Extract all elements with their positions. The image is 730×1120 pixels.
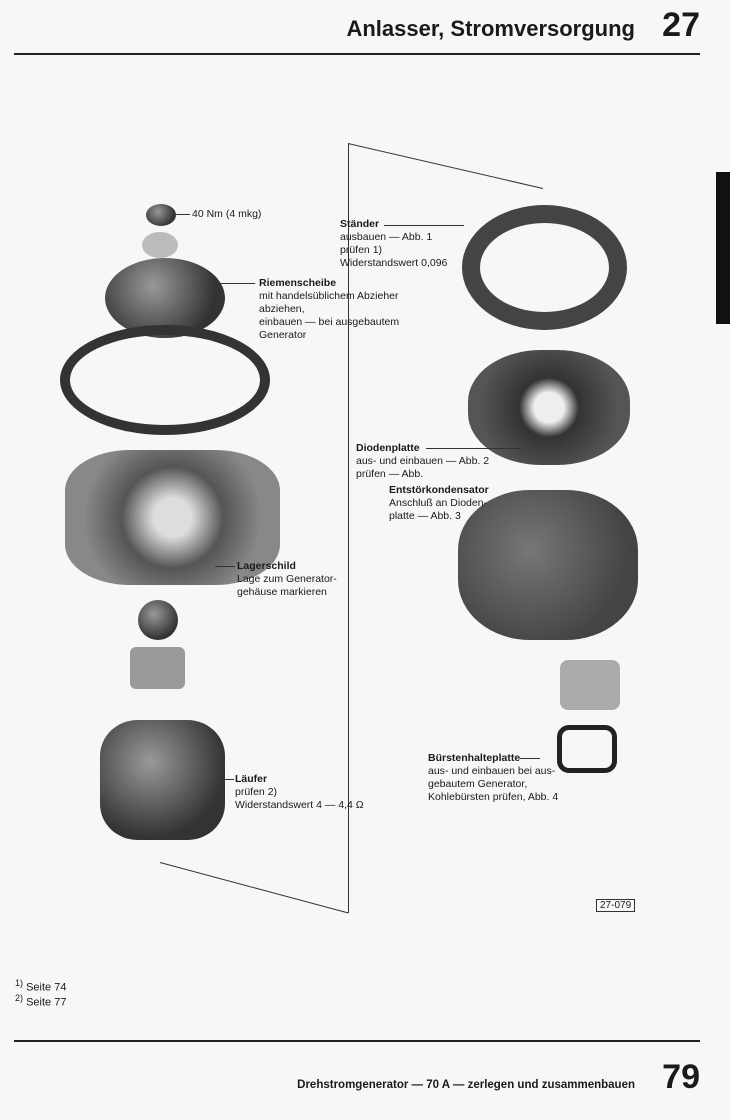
bracket-top bbox=[347, 143, 543, 189]
footnote-2: 2) Seite 77 bbox=[15, 991, 66, 1010]
label-nut: 40 Nm (4 mkg) bbox=[192, 208, 262, 220]
brush-holder-image bbox=[560, 660, 620, 710]
figure-number: 27-079 bbox=[596, 899, 636, 912]
page-number: 79 bbox=[662, 1058, 700, 1096]
footer-rule bbox=[14, 1040, 700, 1042]
label-line: Anschluß an Dioden- bbox=[389, 497, 488, 509]
group-bracket bbox=[348, 143, 349, 913]
bracket-bottom bbox=[159, 862, 349, 914]
leader-line bbox=[384, 225, 464, 226]
leader-line bbox=[176, 214, 190, 215]
label-buerstenhalteplatte: Bürstenhalteplatte aus- und einbauen bei… bbox=[428, 752, 558, 804]
label-line: aus- und einbauen — Abb. 2 bbox=[356, 455, 490, 467]
label-line: Lage zum Generator- bbox=[237, 573, 337, 585]
leader-line bbox=[218, 779, 234, 780]
label-line: prüfen 2) bbox=[235, 786, 278, 798]
label-line: prüfen — Abb. bbox=[356, 468, 424, 480]
footnote-mark: 2) bbox=[15, 993, 24, 1003]
label-line: ausbauen — Abb. 1 bbox=[340, 231, 433, 243]
leader-line bbox=[215, 566, 235, 567]
label-title: Diodenplatte bbox=[356, 442, 420, 454]
label-line: platte — Abb. 3 bbox=[389, 510, 461, 522]
label-title: Entstörkondensator bbox=[389, 484, 489, 496]
footnote-text: Seite 74 bbox=[26, 981, 67, 994]
section-title: Anlasser, Stromversorgung bbox=[346, 16, 635, 41]
header-rule bbox=[14, 53, 700, 55]
thumb-tab bbox=[716, 172, 730, 324]
label-title: Lagerschild bbox=[237, 560, 296, 572]
housing-image bbox=[458, 490, 638, 640]
chapter-number: 27 bbox=[662, 6, 700, 44]
retainer-image bbox=[130, 647, 185, 689]
rotor-image bbox=[100, 720, 225, 840]
label-line: abziehen, bbox=[259, 303, 305, 315]
label-diodenplatte: Diodenplatte aus- und einbauen — Abb. 2 … bbox=[356, 442, 489, 481]
footnote-mark: 1) bbox=[15, 978, 24, 988]
label-line: gebautem Generator, bbox=[428, 778, 528, 790]
gasket-image bbox=[557, 725, 617, 773]
footnote-1: 1) Seite 74 bbox=[15, 976, 66, 995]
bearing-shield-image bbox=[65, 450, 280, 585]
label-line: mit handelsüblichem Abzieher bbox=[259, 290, 399, 302]
label-line: einbauen — bei ausgebautem bbox=[259, 316, 400, 328]
label-lagerschild: Lagerschild Lage zum Generator- gehäuse … bbox=[237, 560, 337, 599]
footer-title: Drehstromgenerator — 70 A — zerlegen und… bbox=[297, 1079, 635, 1091]
label-entstoerkondensator: Entstörkondensator Anschluß an Dioden- p… bbox=[389, 484, 489, 523]
label-riemenscheibe: Riemenscheibe mit handelsüblichem Abzieh… bbox=[259, 277, 399, 342]
label-title: Bürstenhalteplatte bbox=[428, 752, 521, 764]
label-line: Widerstandswert 0,096 bbox=[340, 257, 448, 269]
label-staender: Ständer ausbauen — Abb. 1 prüfen 1) Wide… bbox=[340, 218, 447, 270]
label-line: Generator bbox=[259, 329, 307, 341]
label-laeufer: Läufer prüfen 2) Widerstandswert 4 — 4,4… bbox=[235, 773, 364, 812]
leader-line bbox=[215, 283, 255, 284]
label-title: Läufer bbox=[235, 773, 268, 785]
leader-line bbox=[426, 448, 521, 449]
pulley-image bbox=[105, 258, 225, 338]
label-line: Widerstandswert 4 — 4,4 Ω bbox=[235, 799, 364, 811]
fan-plate-image bbox=[60, 325, 270, 435]
label-line: Kohlebürsten prüfen, Abb. 4 bbox=[428, 791, 559, 803]
label-title: Riemenscheibe bbox=[259, 277, 337, 289]
washer-image bbox=[142, 232, 178, 258]
label-title: Ständer bbox=[340, 218, 380, 230]
label-line: aus- und einbauen bei aus- bbox=[428, 765, 556, 777]
leader-line bbox=[520, 758, 540, 759]
stator-image bbox=[462, 205, 627, 330]
label-line: prüfen 1) bbox=[340, 244, 383, 256]
label-line: gehäuse markieren bbox=[237, 586, 327, 598]
nut-image bbox=[146, 204, 176, 226]
diode-plate-image bbox=[468, 350, 630, 465]
bearing-image bbox=[138, 600, 178, 640]
footnote-text: Seite 77 bbox=[26, 996, 67, 1009]
